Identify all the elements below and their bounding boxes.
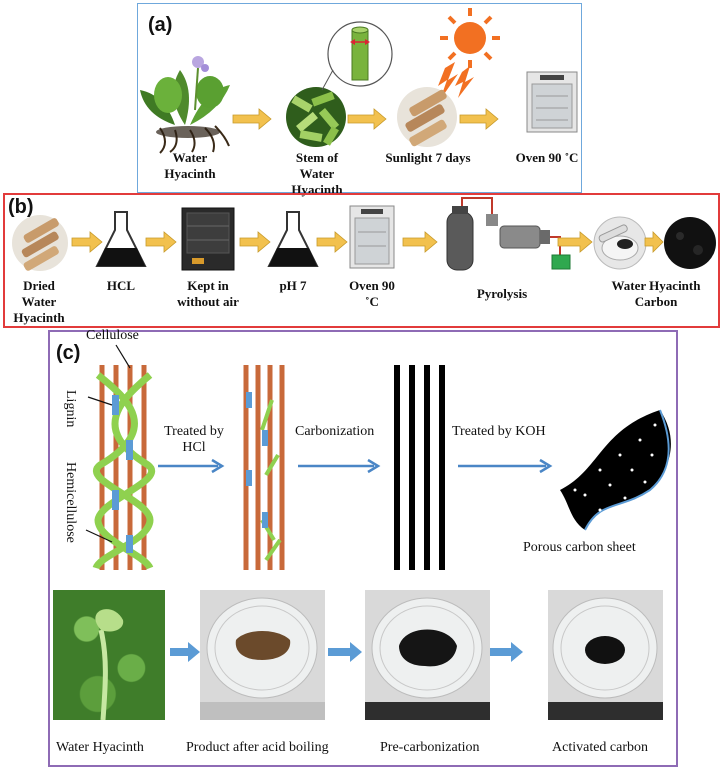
lignin-label: Lignin xyxy=(63,390,78,428)
step-caption: pH 7 xyxy=(279,278,307,293)
flask-ph7-image xyxy=(267,211,319,267)
oven-image xyxy=(349,205,395,269)
carbonized-fibers xyxy=(394,365,445,570)
step-caption: Sunlight 7 days xyxy=(385,150,471,165)
process-arrow xyxy=(158,458,553,474)
panel-a xyxy=(137,3,582,193)
photo-caption: Water Hyacinth xyxy=(56,740,144,755)
step-caption: Water Hyacinth xyxy=(164,150,216,181)
flow-arrow xyxy=(232,108,499,130)
carbon-powder-image xyxy=(664,217,716,269)
panel-a-label: (a) xyxy=(148,14,173,36)
dried-stems-image xyxy=(397,87,457,147)
panel-b-label: (b) xyxy=(8,196,34,218)
arrow-label-koh: Treated by KOH xyxy=(452,424,546,439)
pre-carbonization-photo xyxy=(365,590,490,720)
sun-icon xyxy=(438,8,500,100)
water-hyacinth-photo xyxy=(53,590,165,720)
activated-carbon-photo xyxy=(548,590,663,720)
process-arrow xyxy=(170,642,523,662)
lignocellulose-fiber-bundle xyxy=(85,344,155,570)
hemicellulose-label: Hemicellulose xyxy=(63,462,78,543)
step-caption: Dried Water Hyacinth xyxy=(13,278,65,325)
photo-caption: Activated carbon xyxy=(552,740,649,755)
photo-caption: Product after acid boiling xyxy=(186,740,329,755)
arrow-label-carbonization: Carbonization xyxy=(295,424,375,439)
flask-hcl-image xyxy=(95,211,147,267)
photo-caption: Pre-carbonization xyxy=(380,740,480,755)
mortar-pestle-image xyxy=(593,216,647,270)
porous-sheet-label: Porous carbon sheet xyxy=(523,540,636,555)
porous-carbon-sheet xyxy=(560,409,671,531)
acid-treated-fiber-bundle xyxy=(243,365,285,570)
step-caption: Kept in without air xyxy=(177,278,239,309)
step-caption: Oven 90 ˚C xyxy=(349,278,395,309)
cellulose-label: Cellulose xyxy=(86,328,139,343)
step-caption: HCL xyxy=(106,278,136,293)
desiccator-cabinet-image xyxy=(181,207,235,271)
panel-b xyxy=(3,193,720,328)
arrow-label-hcl: Treated by HCl xyxy=(164,424,224,455)
step-caption: Water Hyacinth Carbon xyxy=(611,278,701,309)
oven-image xyxy=(526,71,578,133)
panel-c-label: (c) xyxy=(56,342,81,364)
panel-c xyxy=(48,330,678,767)
acid-boiled-product-photo xyxy=(200,590,325,720)
step-caption: Oven 90 ˚C xyxy=(515,150,579,165)
water-hyacinth-plant-image xyxy=(140,56,230,154)
stem-pieces-image xyxy=(286,21,393,147)
dried-water-hyacinth-image xyxy=(12,215,68,271)
pyrolysis-apparatus-image xyxy=(446,197,571,271)
step-caption: Pyrolysis xyxy=(476,286,528,301)
flow-arrow xyxy=(71,231,664,253)
